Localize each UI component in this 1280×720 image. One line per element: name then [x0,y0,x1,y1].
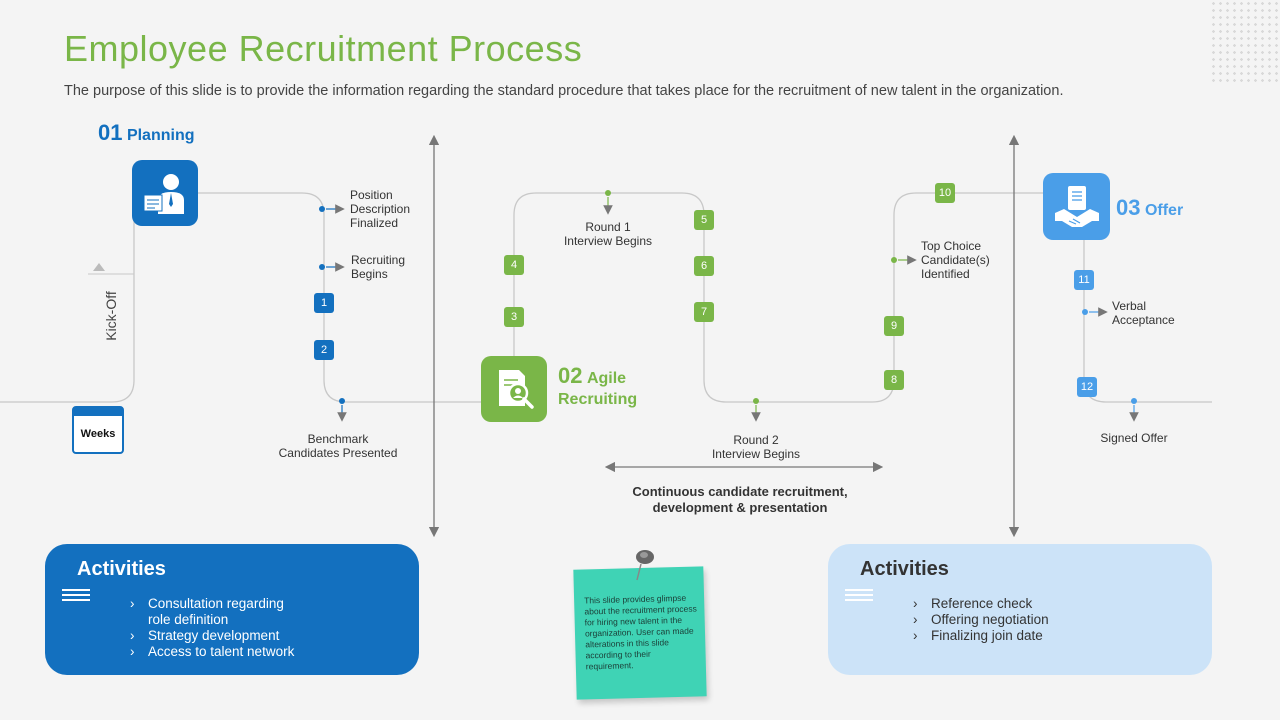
list-item: Consultation regarding [130,596,294,612]
sticky-note: This slide provides glimpse about the re… [573,566,707,700]
step-1: 1 [314,293,334,313]
step-3: 3 [504,307,524,327]
milestone-markers [319,190,1139,422]
sticky-note-text: This slide provides glimpse about the re… [583,592,697,672]
list-item: Access to talent network [130,644,294,660]
kickoff-triangle-icon [93,263,105,271]
list-item: role definition [148,612,229,627]
planning-person-icon [132,160,198,226]
activities-card-right: Activities Reference check Offering nego… [828,544,1212,675]
activities-title: Activities [860,558,949,580]
stage-offer-heading: 03 Offer [1116,195,1184,220]
kickoff-label: Kick-Off [102,291,119,341]
process-path [0,192,492,403]
milestone-top-choice: Top Choice Candidate(s) Identified [921,239,990,281]
calendar-weeks-label: Weeks [80,428,116,440]
step-2: 2 [314,340,334,360]
activities-title: Activities [77,558,166,580]
list-item: Finalizing join date [913,628,1049,644]
page-subtitle: The purpose of this slide is to provide … [64,83,1064,99]
milestone-round1: Round 1 Interview Begins [563,220,653,248]
step-12: 12 [1077,377,1097,397]
continuous-label: Continuous candidate recruitment, develo… [632,484,848,515]
milestone-benchmark: Benchmark Candidates Presented [278,432,398,460]
activities-list: Reference check Offering negotiation Fin… [913,596,1049,644]
milestone-recruiting-begins: Recruiting Begins [351,253,406,281]
menu-lines-icon [845,589,873,601]
stage-planning-heading: 01 Planning [98,120,195,145]
activities-card-left: Activities Consultation regarding role d… [45,544,419,675]
step-10: 10 [935,183,955,203]
calendar-icon: Weeks [72,406,124,454]
stage-agile-heading: 02 Agile Recruiting [558,363,638,409]
step-8: 8 [884,370,904,390]
milestone-verbal: Verbal Acceptance [1112,299,1175,327]
step-11: 11 [1074,270,1094,290]
process-path [513,192,1050,403]
step-9: 9 [884,316,904,336]
list-item: Strategy development [130,628,294,644]
milestone-signed-offer: Signed Offer [1100,431,1168,445]
decorative-dots [1210,0,1280,85]
activities-list: Consultation regarding role definition S… [130,596,294,660]
list-item: Offering negotiation [913,612,1049,628]
list-item: Reference check [913,596,1049,612]
step-7: 7 [694,302,714,322]
milestone-position-description: Position Description Finalized [350,188,411,230]
handshake-contract-icon [1043,173,1110,240]
page-title: Employee Recruitment Process [64,28,583,69]
magnifier-document-icon [481,356,547,422]
pushpin-icon [636,550,654,581]
step-4: 4 [504,255,524,275]
menu-lines-icon [62,589,90,601]
step-6: 6 [694,256,714,276]
step-5: 5 [694,210,714,230]
milestone-round2: Round 2 Interview Begins [711,433,801,461]
